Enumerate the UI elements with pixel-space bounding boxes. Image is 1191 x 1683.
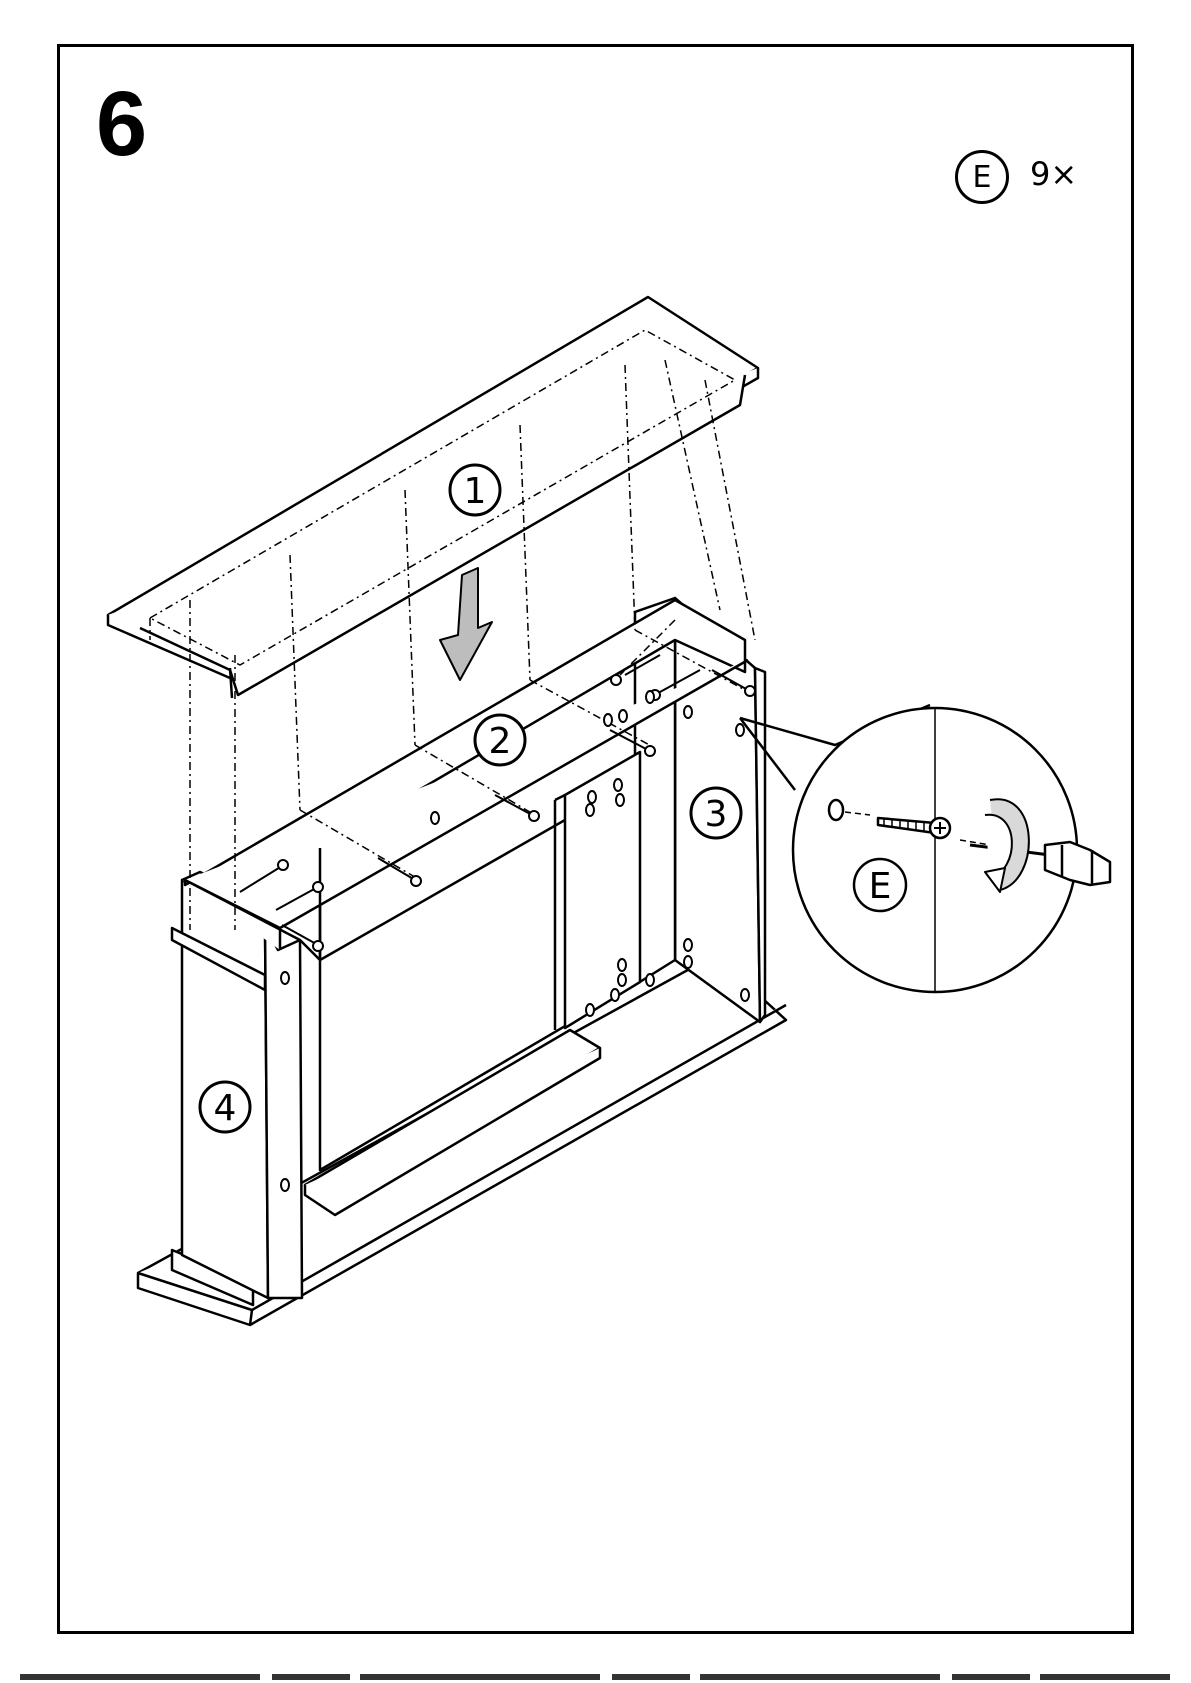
- down-arrow-icon: [440, 568, 492, 680]
- part-label-3: 3: [705, 794, 728, 835]
- part-label-4: 4: [214, 1088, 237, 1129]
- part-label-1: 1: [464, 471, 487, 512]
- screw-icon: [378, 858, 421, 886]
- part-label-2: 2: [489, 721, 512, 762]
- screw-icon: [495, 795, 539, 821]
- detail-screw-label: E: [869, 866, 892, 907]
- footer-bar: [20, 1674, 1170, 1680]
- center-support: [555, 752, 640, 1030]
- detail-callout: [740, 705, 1110, 992]
